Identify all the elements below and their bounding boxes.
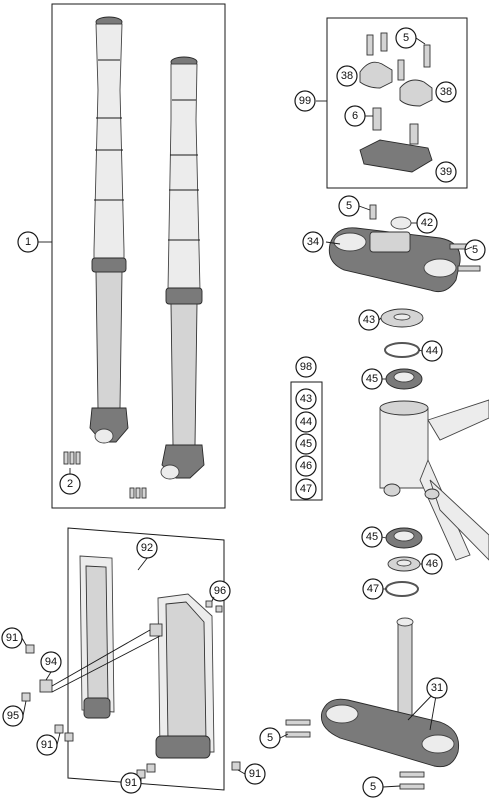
svg-text:45: 45 <box>366 373 378 385</box>
seal-46 <box>387 556 421 572</box>
svg-text:38: 38 <box>440 86 452 98</box>
svg-text:46: 46 <box>426 558 438 570</box>
callout-95[interactable]: 95 <box>2 705 24 727</box>
o-ring-47 <box>385 581 419 597</box>
svg-text:46: 46 <box>300 460 312 472</box>
svg-text:43: 43 <box>300 393 312 405</box>
callout-38-b[interactable]: 38 <box>435 81 457 103</box>
bearing-kit-frame <box>290 381 323 501</box>
svg-text:34: 34 <box>307 236 319 248</box>
fork-guard-right <box>155 593 215 759</box>
callout-6[interactable]: 6 <box>344 105 366 127</box>
callout-44-a[interactable]: 44 <box>421 340 443 362</box>
left-fork-leg <box>89 16 129 444</box>
dust-seal-43 <box>380 308 424 328</box>
svg-text:5: 5 <box>346 200 352 212</box>
upper-triple-clamp <box>328 204 481 293</box>
svg-text:45: 45 <box>300 438 312 450</box>
callout-91-b[interactable]: 91 <box>36 734 58 756</box>
svg-text:94: 94 <box>45 656 57 668</box>
callout-99[interactable]: 99 <box>294 90 316 112</box>
handlebar-clamp-kit-frame <box>326 17 468 189</box>
svg-text:5: 5 <box>267 732 273 744</box>
callout-45-a[interactable]: 45 <box>361 368 383 390</box>
callout-46-c[interactable]: 46 <box>421 553 443 575</box>
svg-text:43: 43 <box>363 314 375 326</box>
callout-96[interactable]: 96 <box>209 580 231 602</box>
svg-text:98: 98 <box>300 361 312 373</box>
right-fork-leg <box>160 56 205 480</box>
svg-text:44: 44 <box>426 345 438 357</box>
fork-guard-frame <box>67 527 225 791</box>
guard-bracket <box>39 623 163 693</box>
callout-5-b[interactable]: 5 <box>338 195 360 217</box>
callout-45-c[interactable]: 45 <box>361 526 383 548</box>
callout-92[interactable]: 92 <box>136 537 158 559</box>
bearing-45-upper <box>385 368 423 390</box>
callout-31[interactable]: 31 <box>426 677 448 699</box>
svg-text:2: 2 <box>67 478 73 490</box>
o-ring-44 <box>384 342 420 358</box>
callout-1[interactable]: 1 <box>17 231 39 253</box>
svg-text:1: 1 <box>25 236 31 248</box>
callout-39[interactable]: 39 <box>435 161 457 183</box>
frame-steering-head <box>379 399 489 561</box>
svg-text:31: 31 <box>431 682 443 694</box>
callout-38-a[interactable]: 38 <box>336 65 358 87</box>
callout-45-b[interactable]: 45 <box>295 433 317 455</box>
callout-98[interactable]: 98 <box>295 356 317 378</box>
lower-triple-clamp <box>285 617 460 790</box>
svg-text:5: 5 <box>403 32 409 44</box>
svg-text:99: 99 <box>299 95 311 107</box>
svg-text:47: 47 <box>367 583 379 595</box>
callout-43-b[interactable]: 43 <box>295 388 317 410</box>
bearing-45-lower <box>385 527 423 549</box>
svg-text:95: 95 <box>7 710 19 722</box>
callout-46-b[interactable]: 46 <box>295 455 317 477</box>
callout-34[interactable]: 34 <box>302 231 324 253</box>
svg-text:39: 39 <box>440 166 452 178</box>
svg-text:91: 91 <box>6 632 18 644</box>
axle-clamp-bolts-left <box>63 451 81 465</box>
svg-text:42: 42 <box>421 217 433 229</box>
svg-text:45: 45 <box>366 531 378 543</box>
callout-5-d[interactable]: 5 <box>259 727 281 749</box>
callout-47-b[interactable]: 47 <box>295 478 317 500</box>
callout-5-c[interactable]: 5 <box>464 239 486 261</box>
svg-text:91: 91 <box>41 739 53 751</box>
callout-42[interactable]: 42 <box>416 212 438 234</box>
svg-text:91: 91 <box>125 777 137 789</box>
callout-94[interactable]: 94 <box>40 651 62 673</box>
svg-text:5: 5 <box>370 781 376 793</box>
callout-43-a[interactable]: 43 <box>358 309 380 331</box>
svg-text:6: 6 <box>352 110 358 122</box>
svg-text:5: 5 <box>472 244 478 256</box>
callout-5-e[interactable]: 5 <box>362 776 384 798</box>
callout-91-d[interactable]: 91 <box>244 763 266 785</box>
fork-guard-left <box>79 555 115 719</box>
callout-44-b[interactable]: 44 <box>295 411 317 433</box>
svg-text:96: 96 <box>214 585 226 597</box>
callout-5-a[interactable]: 5 <box>395 27 417 49</box>
callout-91-c[interactable]: 91 <box>120 772 142 794</box>
svg-text:44: 44 <box>300 416 312 428</box>
axle-clamp-bolts-right <box>129 487 147 499</box>
svg-text:91: 91 <box>249 768 261 780</box>
handlebar-clamps <box>359 32 433 173</box>
guard-bolts <box>21 600 241 779</box>
svg-text:47: 47 <box>300 483 312 495</box>
callout-91-a[interactable]: 91 <box>1 627 23 649</box>
callout-2[interactable]: 2 <box>59 473 81 495</box>
callout-47-c[interactable]: 47 <box>362 578 384 600</box>
fork-group-frame <box>51 3 226 509</box>
svg-text:38: 38 <box>341 70 353 82</box>
svg-text:92: 92 <box>141 542 153 554</box>
